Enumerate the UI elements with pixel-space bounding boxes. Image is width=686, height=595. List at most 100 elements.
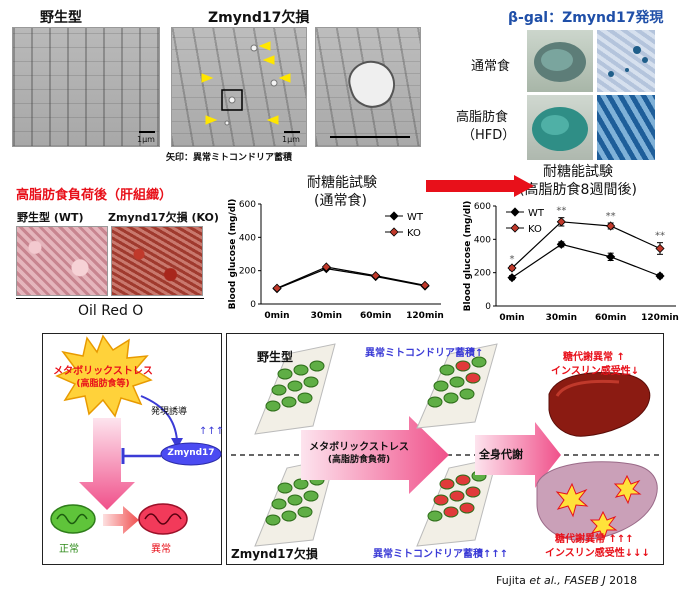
significance-mark: * (510, 254, 515, 265)
scheme-ko-label: Zmynd17欠損 (231, 547, 318, 561)
gtt-normal-title-1: 耐糖能試験 (307, 175, 377, 191)
zmynd17-up-arrows: ↑↑↑ (199, 426, 225, 437)
x-tick-label: 120min (406, 311, 444, 321)
zmynd17-node: Zmynd17 (167, 448, 215, 458)
wt-em-label: 野生型 (40, 10, 82, 26)
data-point-wt (556, 239, 566, 249)
arrow-caption: 矢印：異常ミトコンドリア蓄積 (166, 153, 293, 163)
stress-arrow-label-1: メタボリックストレス (309, 442, 409, 453)
y-tick-label: 0 (250, 300, 256, 310)
data-point-ko (606, 221, 616, 231)
x-tick-label: 0min (499, 313, 524, 323)
mito-accum-ko: 異常ミトコンドリア蓄積↑↑↑ (373, 549, 509, 560)
scheme-wt-label: 野生型 (257, 350, 294, 364)
data-point-ko (321, 262, 331, 272)
mito-accum-wt: 異常ミトコンドリア蓄積↑ (365, 348, 484, 359)
y-axis-label: Blood glucose (mg/dl) (463, 201, 473, 312)
y-tick-label: 600 (474, 202, 491, 212)
ko-outcome-1: 糖代謝異常 ↑↑↑ (555, 534, 634, 545)
series-line-wt (511, 243, 661, 279)
data-point-ko (655, 243, 665, 254)
x-tick-label: 120min (641, 313, 679, 323)
data-point-ko (272, 283, 282, 293)
x-tick-label: 30min (546, 313, 577, 323)
normal-diet-label: 通常食 (471, 59, 511, 74)
y-tick-label: 400 (239, 233, 256, 243)
mechanism-graphics (50, 334, 222, 535)
x-tick-label: 60min (595, 313, 626, 323)
stress-arrow-label-2: (高脂肪食負荷) (327, 455, 391, 465)
mitochondria-zoom (348, 60, 395, 108)
y-tick-label: 0 (485, 302, 491, 312)
bgal-title: β-gal：Zmynd17発現 (508, 10, 664, 26)
hfd-histology (597, 95, 655, 160)
data-point-wt (606, 252, 616, 262)
citation-authors: Fujita (496, 574, 526, 587)
legend-marker (389, 211, 399, 221)
legend-marker (510, 223, 520, 233)
legend-marker (389, 227, 399, 237)
hfd-label-1: 高脂肪食 (456, 110, 509, 125)
legend-label: WT (528, 208, 545, 219)
legend-marker (510, 207, 520, 217)
y-axis-label: Blood glucose (mg/dl) (228, 199, 238, 310)
ko-outcome-2: インスリン感受性↓↓↓ (545, 548, 650, 559)
y-tick-label: 200 (474, 269, 491, 279)
stress-label-1: メタボリックストレス (53, 366, 153, 377)
zoom-em-image (315, 27, 421, 147)
yellow-arrows (201, 41, 291, 126)
y-tick-label: 600 (239, 200, 256, 210)
data-point-ko (371, 271, 381, 281)
citation-etal: et al., (525, 574, 565, 587)
y-tick-label: 200 (239, 267, 256, 277)
series-line-ko (276, 266, 426, 289)
gtt-normal-title-2: (通常食) (314, 193, 367, 209)
induce-label: 発現誘導 (151, 407, 188, 417)
systemic-graphics (231, 343, 661, 547)
liver-title: 高脂肪食負荷後（肝組織） (16, 188, 173, 203)
ko-em-image: 1μm (171, 27, 307, 147)
normal-mito-label: 正常 (59, 544, 79, 555)
wt-em-image: 1μm (12, 27, 160, 147)
systemic-label: 全身代謝 (479, 448, 523, 461)
legend-label: KO (528, 224, 542, 235)
stress-label-2: (高脂肪食等) (76, 379, 130, 389)
hfd-liver-photo (527, 95, 593, 160)
scale-label: 1μm (137, 135, 155, 144)
wt-outcome-1: 糖代謝異常 ↑ (563, 352, 625, 363)
series-line-ko (511, 221, 661, 269)
stain-underline (16, 298, 204, 299)
data-point-ko (507, 263, 517, 273)
significance-mark: ** (655, 231, 665, 242)
y-tick-label: 400 (474, 235, 491, 245)
citation-year: 2018 (605, 574, 638, 587)
systemic-panel: 野生型 Zmynd17欠損 異常ミトコンドリア蓄積↑ 異常ミトコンドリア蓄積↑↑… (226, 333, 664, 565)
scale-label: 1μm (282, 135, 300, 144)
legend-label: WT (407, 212, 424, 223)
x-tick-label: 0min (264, 311, 289, 321)
data-point-wt (655, 271, 665, 281)
significance-mark: ** (556, 206, 566, 217)
series-line-wt (276, 268, 426, 290)
citation: Fujita et al., FASEB J 2018 (496, 574, 637, 587)
data-point-wt (507, 273, 517, 283)
liver-ko-label: Zmynd17欠損 (KO) (108, 211, 219, 224)
liver-ko-image (111, 226, 203, 296)
wt-outcome-2: インスリン感受性↓ (551, 366, 640, 377)
ko-em-label: Zmynd17欠損 (208, 10, 310, 26)
normal-liver-photo (527, 30, 593, 92)
citation-journal: FASEB J (564, 574, 606, 587)
mechanism-panel: メタボリックストレス (高脂肪食等) 発現誘導 ↑↑↑ Zmynd17 正常 異… (42, 333, 225, 565)
hfd-label-2: （HFD） (462, 128, 516, 143)
x-tick-label: 60min (360, 311, 391, 321)
normal-histology (597, 30, 655, 92)
significance-mark: ** (606, 211, 616, 222)
data-point-ko (420, 280, 430, 290)
gtt-hfd-title-1: 耐糖能試験 (543, 164, 613, 180)
liver-wt-image (16, 226, 108, 296)
big-red-arrow (426, 175, 534, 197)
abnormal-mito-label: 異常 (151, 544, 171, 555)
gtt-hfd-title-2: (高脂肪食8週間後) (519, 182, 637, 198)
data-point-ko (556, 217, 566, 227)
